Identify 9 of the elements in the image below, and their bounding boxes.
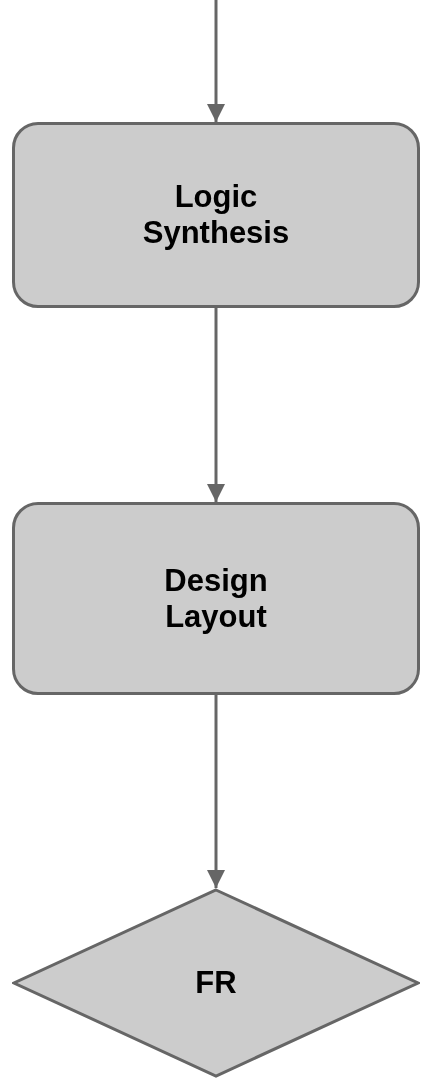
process-box [12,122,420,308]
node-label: Logic Synthesis [141,179,291,251]
decision-diamond [12,888,420,1078]
process-box [12,502,420,695]
arrow [207,308,225,502]
arrow [207,695,225,888]
node-label: Design Layout [163,562,269,635]
node-label: FR [194,965,238,1001]
arrow [207,0,225,122]
